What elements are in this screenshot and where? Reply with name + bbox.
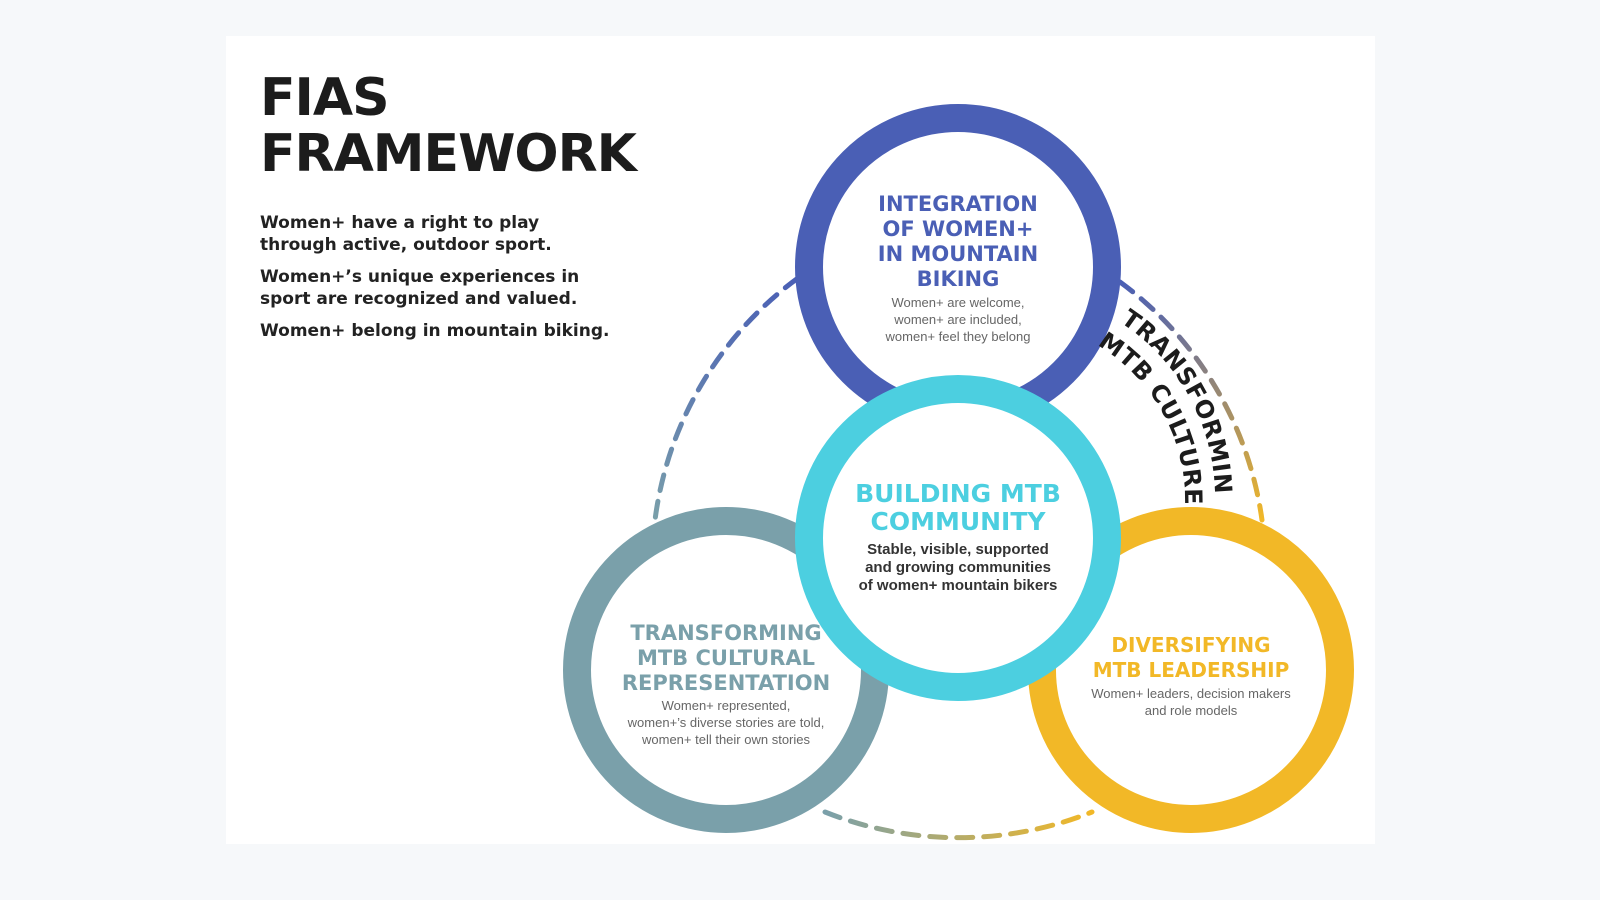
representation-title-3: REPRESENTATION	[622, 671, 830, 695]
intro-statement-2: Women+’s unique experiences in sport are…	[260, 267, 580, 309]
page-title: FIAS FRAMEWORK	[260, 68, 637, 184]
community-desc-2: and growing communities	[865, 559, 1051, 576]
dashed-arc-left	[652, 275, 801, 523]
community-title-2: COMMUNITY	[870, 507, 1046, 536]
community-desc-3: of women+ mountain bikers	[859, 577, 1058, 594]
integration-desc-2: women+ are included,	[893, 312, 1022, 327]
intro-statement-3: Women+ belong in mountain biking.	[260, 321, 610, 341]
community-ring	[795, 375, 1121, 701]
title-line-2: FRAMEWORK	[260, 124, 637, 184]
integration-desc-3: women+ feel they belong	[885, 329, 1031, 344]
representation-text: TRANSFORMING MTB CULTURAL REPRESENTATION…	[622, 621, 830, 747]
leadership-text: DIVERSIFYING MTB LEADERSHIP Women+ leade…	[1091, 633, 1291, 718]
leadership-title-2: MTB LEADERSHIP	[1093, 658, 1290, 682]
dashed-arc-bottom	[822, 809, 1095, 841]
title-line-1: FIAS	[260, 68, 390, 128]
community-desc-1: Stable, visible, supported	[867, 541, 1049, 558]
integration-title-3: IN MOUNTAIN	[878, 242, 1038, 266]
integration-title-4: BIKING	[917, 267, 1000, 291]
leadership-title-1: DIVERSIFYING	[1111, 633, 1270, 657]
intro-statement-1: Women+ have a right to play through acti…	[260, 213, 552, 255]
community-title-1: BUILDING MTB	[855, 479, 1061, 508]
leadership-desc-1: Women+ leaders, decision makers	[1091, 686, 1291, 701]
integration-desc-1: Women+ are welcome,	[891, 295, 1024, 310]
integration-title-2: OF WOMEN+	[883, 217, 1034, 241]
intro-statements: Women+ have a right to play through acti…	[260, 212, 620, 352]
community-text: BUILDING MTB COMMUNITY Stable, visible, …	[855, 479, 1061, 594]
dashed-arc-right	[1117, 279, 1265, 523]
content-panel	[226, 36, 1375, 844]
representation-desc-3: women+ tell their own stories	[641, 732, 810, 747]
representation-title-1: TRANSFORMING	[630, 621, 821, 645]
representation-desc-1: Women+ represented,	[662, 698, 791, 713]
representation-title-2: MTB CULTURAL	[637, 646, 815, 670]
leadership-desc-2: and role models	[1145, 703, 1238, 718]
representation-desc-2: women+’s diverse stories are told,	[627, 715, 825, 730]
integration-text: INTEGRATION OF WOMEN+ IN MOUNTAIN BIKING…	[878, 192, 1038, 344]
integration-title-1: INTEGRATION	[878, 192, 1038, 216]
